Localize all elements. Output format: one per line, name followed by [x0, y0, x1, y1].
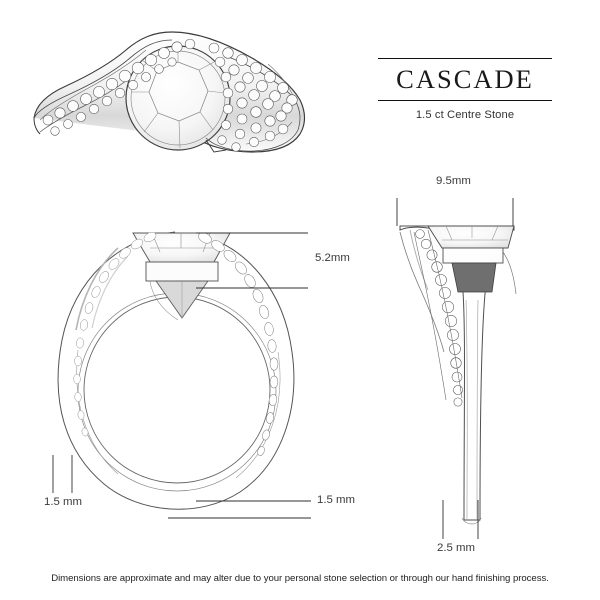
pave-stones-front-left [73, 232, 157, 437]
dimension-label-band-width-left: 1.5 mm [44, 496, 82, 508]
dimension-label-setting-height: 5.2mm [315, 252, 350, 264]
pave-stones-front-right [198, 232, 279, 456]
title-block: CASCADE 1.5 ct Centre Stone [378, 58, 552, 121]
pave-stones-right-shoulder [208, 42, 298, 152]
title-rule-bottom [378, 99, 552, 101]
side-view-geometry [399, 225, 517, 525]
pave-stones-side [413, 229, 463, 407]
title-rule-top [378, 58, 552, 59]
dimension-label-band-width-right: 1.5 mm [317, 494, 355, 506]
brand-name: CASCADE [396, 64, 534, 94]
footer-disclaimer: Dimensions are approximate and may alter… [51, 573, 549, 584]
pave-stones-left-arm [42, 38, 196, 136]
dimension-label-band-depth: 2.5 mm [437, 542, 475, 554]
dimension-label-top-width: 9.5mm [436, 175, 471, 187]
centre-stone-subtitle: 1.5 ct Centre Stone [415, 108, 515, 121]
